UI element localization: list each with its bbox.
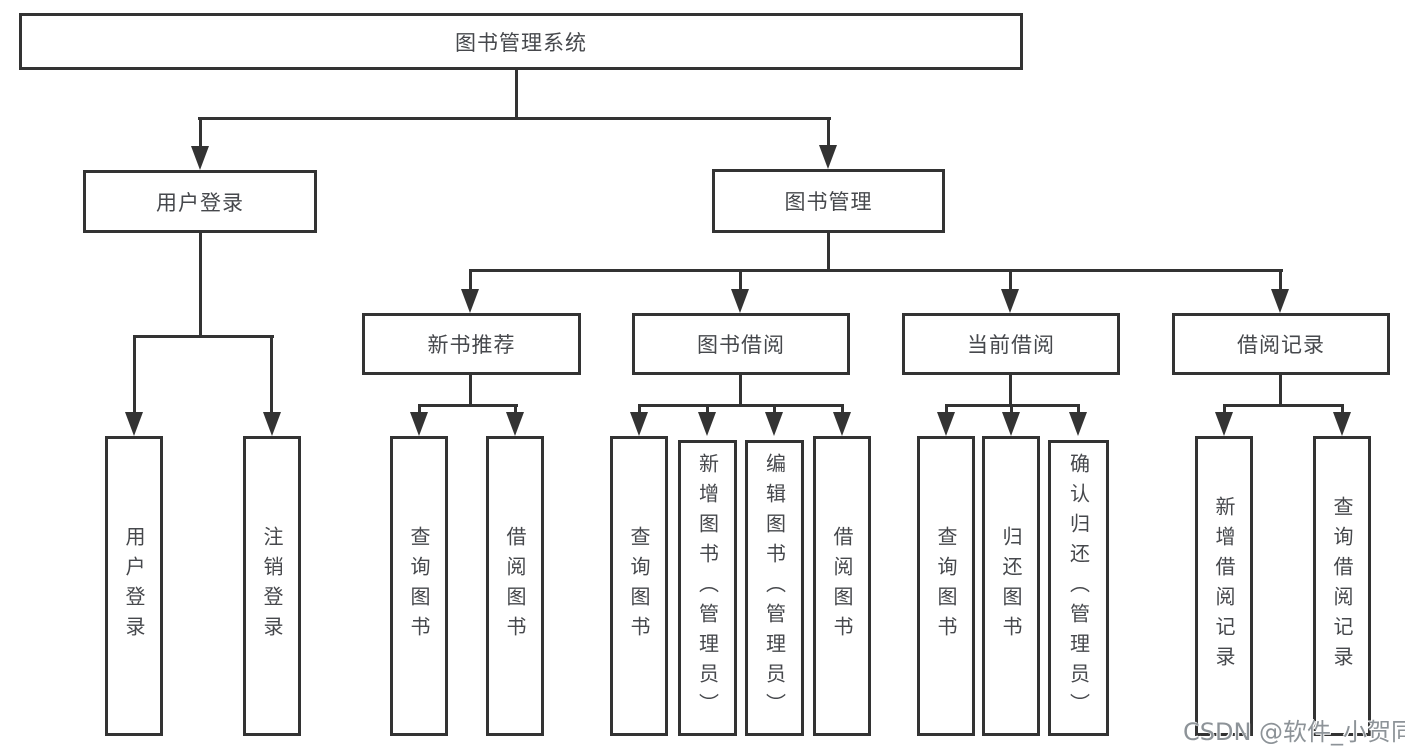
leaf-cb-confirm-return-admin-label: 确认归还（管理员） (1066, 453, 1091, 723)
arrow-down-icon (765, 412, 783, 436)
connector-user-login-stem (199, 117, 202, 147)
box-library-system-label: 图书管理系统 (455, 30, 587, 55)
arrow-down-icon (819, 145, 837, 169)
connector-module-stem (739, 269, 742, 291)
box-book-management-label: 图书管理 (784, 190, 873, 214)
leaf-nbr-query-books: 查询图书 (390, 436, 448, 736)
leaf-logout-label: 注销登录 (260, 526, 284, 646)
arrow-down-icon (506, 412, 524, 436)
box-library-system: 图书管理系统 (19, 13, 1023, 70)
box-book-borrowing-label: 图书借阅 (697, 333, 785, 357)
arrow-down-icon (1333, 412, 1351, 436)
leaf-nbr-borrow-books: 借阅图书 (486, 436, 544, 736)
arrow-down-icon (263, 412, 281, 436)
connector-book-management-horizontal (469, 269, 1283, 272)
connector-module-down (1279, 375, 1282, 407)
leaf-bb-add-books-admin-label: 新增图书（管理员） (695, 453, 720, 723)
box-book-borrowing: 图书借阅 (632, 313, 850, 375)
connector-leaf-stem (1010, 404, 1013, 414)
connector-module-down (469, 375, 472, 407)
arrow-down-icon (1001, 289, 1019, 313)
connector-book-management-stem (827, 117, 830, 146)
connector-leaf-stem (773, 404, 776, 414)
arrow-down-icon (1069, 412, 1087, 436)
leaf-bb-add-books-admin: 新增图书（管理员） (678, 440, 737, 736)
connector-module-down (1009, 375, 1012, 407)
leaf-br-query-record-label: 查询借阅记录 (1330, 496, 1354, 676)
connector-leaf-stem (945, 404, 948, 414)
arrow-down-icon (461, 289, 479, 313)
leaf-cb-confirm-return-admin: 确认归还（管理员） (1048, 440, 1109, 736)
connector-leaves-horizontal (418, 404, 518, 407)
csdn-watermark: CSDN @软件_小贺同学 (1183, 718, 1405, 746)
box-user-login: 用户登录 (83, 170, 317, 233)
leaf-user-login-label: 用户登录 (122, 526, 146, 646)
connector-leaves-horizontal (1223, 404, 1344, 407)
connector-leaf-stem (133, 335, 136, 413)
box-new-book-recommend-label: 新书推荐 (427, 333, 516, 357)
connector-leaf-stem (1223, 404, 1226, 414)
connector-leaves-horizontal (638, 404, 844, 407)
leaf-cb-return-books-label: 归还图书 (999, 526, 1023, 646)
arrow-down-icon (191, 146, 209, 170)
connector-leaf-stem (1077, 404, 1080, 414)
leaf-user-login: 用户登录 (105, 436, 163, 736)
arrow-down-icon (125, 412, 143, 436)
connector-leaf-stem (638, 404, 641, 414)
arrow-down-icon (731, 289, 749, 313)
arrow-down-icon (410, 412, 428, 436)
leaf-br-add-record-label: 新增借阅记录 (1212, 496, 1236, 676)
connector-leaf-stem (418, 404, 421, 414)
arrow-down-icon (1215, 412, 1233, 436)
connector-root-stem (515, 70, 518, 118)
arrow-down-icon (1271, 289, 1289, 313)
arrow-down-icon (937, 412, 955, 436)
leaf-br-query-record: 查询借阅记录 (1313, 436, 1371, 736)
leaf-bb-borrow-books: 借阅图书 (813, 436, 871, 736)
connector-leaf-stem (1341, 404, 1344, 414)
leaf-nbr-borrow-books-label: 借阅图书 (503, 526, 527, 646)
leaf-nbr-query-books-label: 查询图书 (407, 526, 431, 646)
connector-user-login-horizontal (133, 335, 274, 338)
box-book-management: 图书管理 (712, 169, 945, 233)
arrow-down-icon (698, 412, 716, 436)
leaf-cb-return-books: 归还图书 (982, 436, 1040, 736)
leaf-bb-borrow-books-label: 借阅图书 (830, 526, 854, 646)
arrow-down-icon (1002, 412, 1020, 436)
leaf-cb-query-books: 查询图书 (917, 436, 975, 736)
arrow-down-icon (630, 412, 648, 436)
box-current-borrowing-label: 当前借阅 (967, 333, 1055, 357)
connector-root-horizontal (198, 117, 831, 120)
leaf-bb-query-books-label: 查询图书 (627, 526, 651, 646)
box-borrowing-records: 借阅记录 (1172, 313, 1390, 375)
box-new-book-recommend: 新书推荐 (362, 313, 581, 375)
leaf-bb-edit-books-admin-label: 编辑图书（管理员） (762, 453, 787, 723)
box-borrowing-records-label: 借阅记录 (1237, 333, 1325, 357)
leaf-logout: 注销登录 (243, 436, 301, 736)
connector-user-login-down (199, 233, 202, 338)
box-user-login-label: 用户登录 (156, 190, 244, 215)
connector-leaf-stem (706, 404, 709, 414)
connector-module-down (739, 375, 742, 407)
leaf-bb-query-books: 查询图书 (610, 436, 668, 736)
leaf-cb-query-books-label: 查询图书 (934, 526, 958, 646)
leaf-br-add-record: 新增借阅记录 (1195, 436, 1253, 736)
connector-leaf-stem (514, 404, 517, 414)
arrow-down-icon (833, 412, 851, 436)
connector-module-stem (1009, 269, 1012, 291)
box-current-borrowing: 当前借阅 (902, 313, 1120, 375)
connector-book-management-down (827, 233, 830, 272)
leaf-bb-edit-books-admin: 编辑图书（管理员） (745, 440, 804, 736)
connector-leaf-stem (841, 404, 844, 414)
connector-module-stem (1279, 269, 1282, 291)
connector-leaf-stem (270, 335, 273, 413)
connector-module-stem (469, 269, 472, 291)
